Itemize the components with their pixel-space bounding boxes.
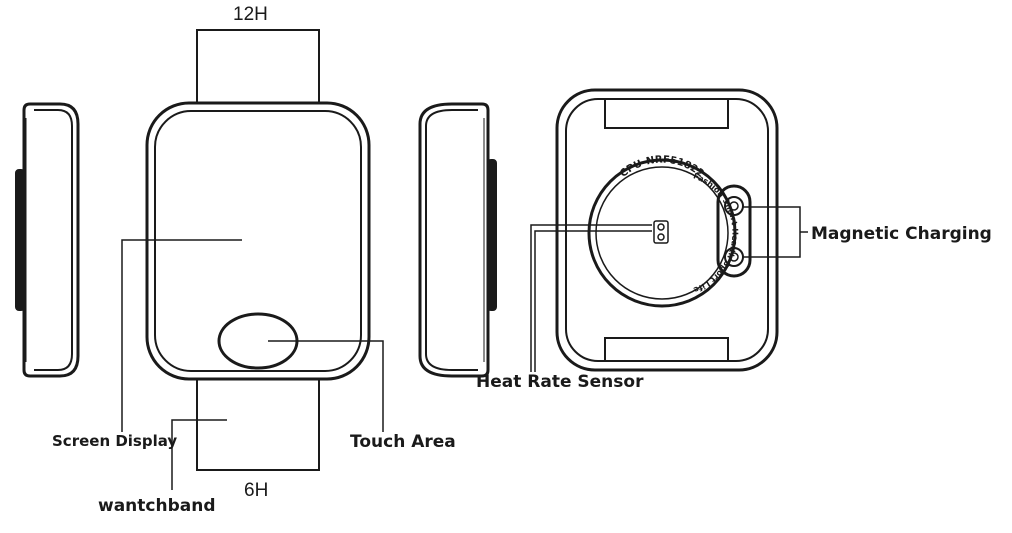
label-touch-area: Touch Area [350, 432, 456, 452]
back-leader-lines [530, 206, 808, 372]
left-side-profile [15, 102, 80, 378]
front-leader-lines [121, 239, 384, 490]
sensor-disk [587, 158, 737, 308]
label-wantchband: wantchband [98, 496, 216, 516]
front-watch-body [145, 101, 371, 381]
label-6h: 6H [244, 480, 269, 501]
label-heart-rate-sensor: Heat Rate Sensor [476, 372, 644, 392]
magnetic-charging-plate [716, 184, 752, 278]
label-magnetic-charging: Magnetic Charging [811, 224, 992, 244]
label-12h: 12H [233, 4, 268, 25]
right-side-profile [418, 102, 497, 378]
back-watch-body [555, 88, 779, 372]
label-screen-display: Screen Display [52, 432, 178, 450]
front-watchband [196, 29, 320, 471]
heart-rate-sensor-window [653, 220, 669, 244]
